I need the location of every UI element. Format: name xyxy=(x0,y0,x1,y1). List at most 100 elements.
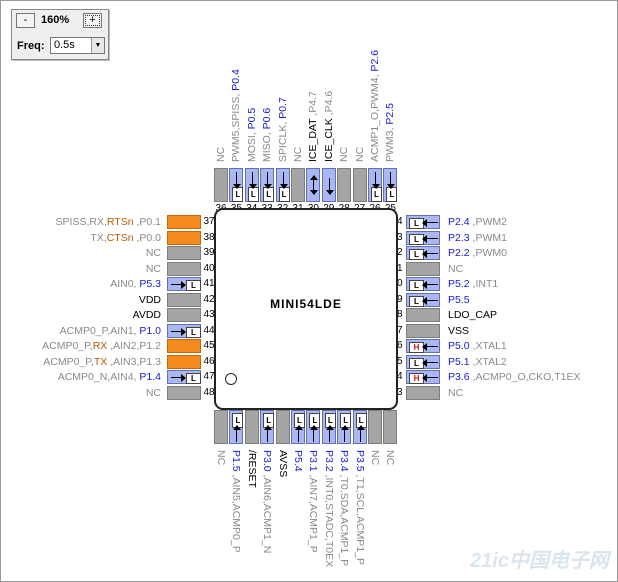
pin-1-label-part: NC xyxy=(215,450,227,466)
pin-45-label-part: RX xyxy=(92,340,108,352)
zoom-out-button[interactable]: - xyxy=(16,13,35,28)
pin-4-label-part: P3.0 xyxy=(261,450,274,472)
arrow-head-icon xyxy=(422,374,427,382)
arrow-icon xyxy=(236,172,238,186)
arrow-icon xyxy=(375,172,376,186)
pin-29-label-part: ICE_CLK xyxy=(322,118,335,162)
pin-47[interactable]: L xyxy=(167,370,201,384)
pin-48 xyxy=(167,385,201,400)
pin-37 xyxy=(167,215,201,229)
pin-9-label-part: P3.4 xyxy=(338,450,351,472)
pin-26[interactable]: L xyxy=(368,168,382,202)
pin-44-label-part: ACMP0_P,AIN1, xyxy=(59,324,140,337)
pin-21-label-part: NC xyxy=(448,262,464,275)
pin-label: AIN0, P5.3 xyxy=(110,278,161,290)
pin-5-label-part: AVSS xyxy=(276,450,289,478)
pin-32[interactable]: L xyxy=(275,168,290,202)
pin-24[interactable]: L xyxy=(406,215,440,229)
pin-label: VSS xyxy=(448,325,469,337)
pin-label: /RESET xyxy=(246,450,258,488)
pin-35[interactable]: L xyxy=(229,168,244,202)
arrow-head-icon xyxy=(310,190,319,195)
pin-state-badge: L xyxy=(386,187,398,202)
zoom-in-button[interactable]: + xyxy=(83,13,102,28)
pin-18-label-part: LDO_CAP xyxy=(448,309,498,321)
pin-6[interactable]: L xyxy=(291,410,305,444)
pin-14[interactable]: H xyxy=(406,370,440,384)
arrow-icon xyxy=(298,428,299,442)
arrow-icon xyxy=(424,253,438,254)
pin-20[interactable]: L xyxy=(406,277,440,291)
pin-22-label-part: ,PWM0 xyxy=(469,247,507,259)
pin-number: 37 xyxy=(203,216,215,227)
pin-15[interactable]: L xyxy=(406,354,440,369)
pin-16-label-part: P5.0 xyxy=(448,340,470,352)
pin-44[interactable]: L xyxy=(167,323,201,338)
pin-39 xyxy=(167,246,201,260)
arrow-icon xyxy=(313,178,315,192)
freq-label: Freq: xyxy=(17,40,45,52)
pin-26-label-part: ACMP1_O,PWM4, xyxy=(369,71,381,162)
pin-4[interactable]: L xyxy=(260,410,275,444)
watermark: 21ic中国电子网 xyxy=(470,550,609,572)
pin-7[interactable]: L xyxy=(306,410,321,444)
pin-25-label-part: P2.5 xyxy=(384,103,397,125)
pin-21 xyxy=(406,261,440,276)
pin-label: PWM5,SPISS, P0.4 xyxy=(230,69,242,162)
pin-2-label-part: P1.5 xyxy=(230,450,243,472)
pin-26-label-part: P2.6 xyxy=(369,49,381,72)
arrow-head-icon xyxy=(233,184,242,189)
pin-9[interactable]: L xyxy=(337,410,352,444)
arrow-head-icon xyxy=(181,281,186,289)
pin-19[interactable]: L xyxy=(406,292,440,307)
pin-label: MISO, P0.6 xyxy=(261,108,273,162)
pin-47-label-part: P1.4 xyxy=(139,371,161,383)
pin1-marker xyxy=(225,373,237,385)
pin-label: SPICLK, P0.7 xyxy=(277,97,289,162)
pin-state-badge: L xyxy=(371,187,382,202)
pin-35-label-part: P0.4 xyxy=(230,69,243,91)
freq-select[interactable]: 0.5s ▼ xyxy=(50,37,105,54)
pin-42-label-part: VDD xyxy=(138,293,161,306)
pin-22[interactable]: L xyxy=(406,246,440,260)
pin-34[interactable]: L xyxy=(244,168,259,202)
pin-label: SPISS,RX,RTSn ,P0.1 xyxy=(56,216,161,228)
pin-label: P3.4 ,T0,SDA,ACMP1_P xyxy=(338,450,350,566)
pin-label: NC xyxy=(146,387,161,399)
pin-3-label-part: /RESET xyxy=(245,450,258,488)
pin-12-label-part: NC xyxy=(384,450,397,466)
pin-8[interactable]: L xyxy=(321,410,336,444)
pin-8-label-part: ,INT0,STADC,T0EX xyxy=(322,471,335,568)
pin-5 xyxy=(275,410,290,444)
pin-label: ICE_CLK ,P4.6 xyxy=(323,91,335,162)
pin-30[interactable] xyxy=(306,168,321,202)
pin-14-label-part: P3.6 xyxy=(448,371,470,383)
pin-state-badge: L xyxy=(186,373,201,384)
arrow-head-icon xyxy=(422,358,427,367)
pin-29[interactable] xyxy=(321,168,336,202)
pin-16[interactable]: H xyxy=(406,339,440,353)
pin-18 xyxy=(406,308,440,322)
arrow-icon xyxy=(328,428,330,442)
arrow-icon xyxy=(424,346,438,347)
arrow-head-icon xyxy=(387,184,396,189)
pin-20-label-part: ,INT1 xyxy=(469,278,499,290)
pin-2[interactable]: L xyxy=(229,410,244,444)
pin-label: ICE_DAT ,P4.7 xyxy=(307,91,319,162)
pin-45-label-part: ,AIN2,P1.2 xyxy=(107,340,161,352)
pin-45 xyxy=(167,339,201,353)
pin-28 xyxy=(337,168,352,202)
pin-38-label-part: ,P0.0 xyxy=(133,231,161,244)
pin-1 xyxy=(214,410,228,444)
pin-label: NC xyxy=(292,147,304,162)
pin-10[interactable]: L xyxy=(352,410,367,444)
pin-number: 45 xyxy=(203,340,215,351)
pin-41[interactable]: L xyxy=(167,277,201,291)
pin-23[interactable]: L xyxy=(406,230,440,245)
pin-46-label-part: ACMP0_P, xyxy=(43,355,94,368)
pin-25[interactable]: L xyxy=(383,168,398,202)
pin-38-label-part: TX, xyxy=(90,231,107,244)
pin-state-badge: L xyxy=(186,326,201,338)
pin-label: ACMP1_O,PWM4, P2.6 xyxy=(369,50,381,162)
pin-33[interactable]: L xyxy=(260,168,275,202)
